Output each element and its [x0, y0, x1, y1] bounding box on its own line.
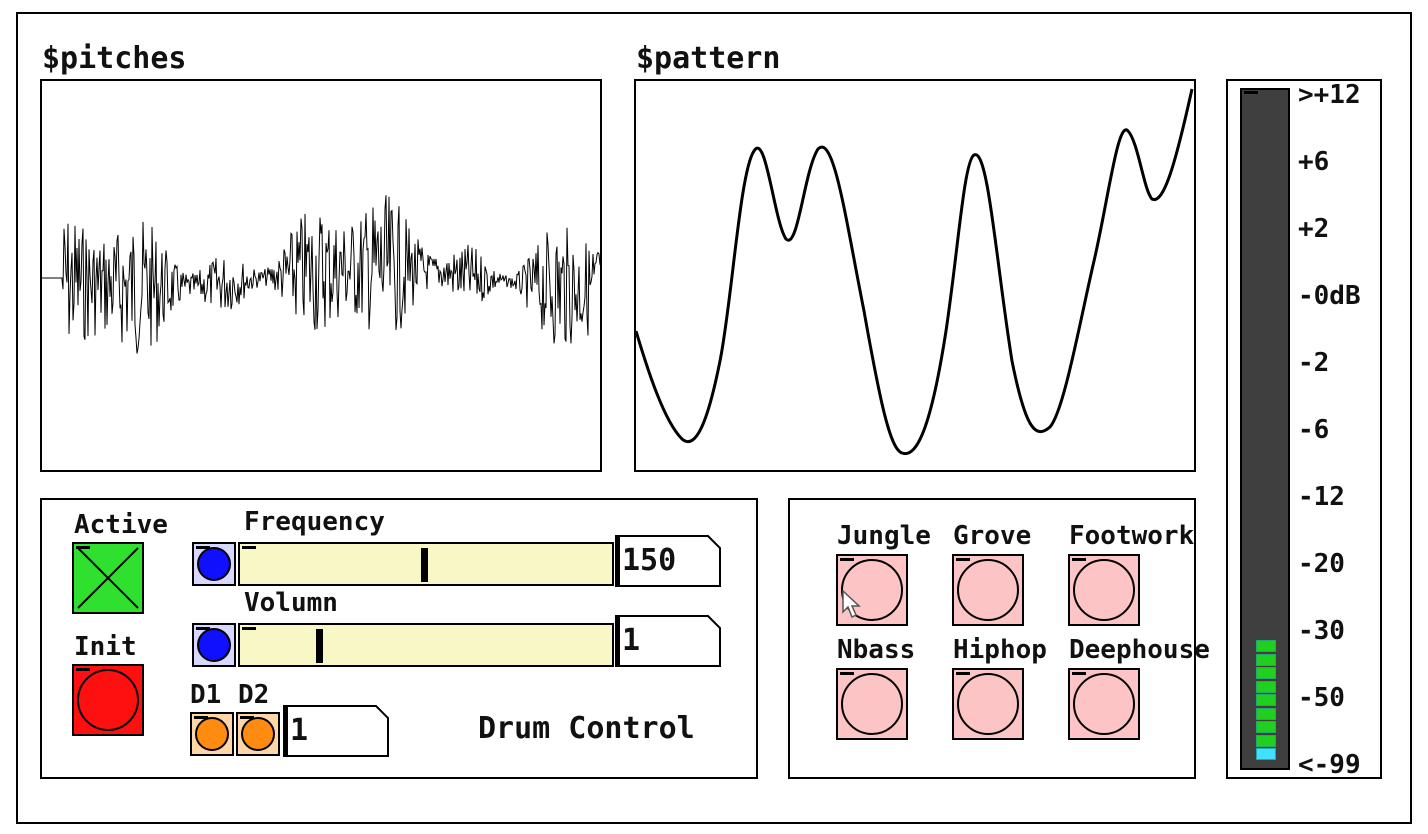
- meter-tick-label: +6: [1298, 147, 1330, 177]
- meter-tick-label: -0dB: [1298, 281, 1361, 311]
- patch-canvas: [16, 12, 1412, 824]
- meter-tick-label: -2: [1298, 348, 1330, 378]
- frequency-slider-knob[interactable]: [421, 548, 429, 582]
- bang-circle-icon: [1073, 673, 1135, 735]
- meter-segment: [1256, 640, 1276, 652]
- active-toggle[interactable]: [72, 542, 144, 614]
- meter-tick-label: -12: [1298, 482, 1345, 512]
- pitches-waveform: [42, 195, 600, 354]
- bang-circle-icon: [957, 673, 1019, 735]
- meter-tick-label: +2: [1298, 214, 1330, 244]
- volume-slider-knob[interactable]: [316, 629, 324, 663]
- meter-tick-label: -30: [1298, 616, 1345, 646]
- pitches-array-label: $pitches: [42, 41, 187, 76]
- preset-bang-footwork[interactable]: [1068, 554, 1140, 626]
- number-box-outline: [615, 535, 721, 587]
- preset-bang-hiphop[interactable]: [952, 668, 1024, 740]
- d1-bang[interactable]: [190, 712, 234, 756]
- meter-segment: [1256, 707, 1276, 720]
- bang-circle-icon: [957, 559, 1019, 621]
- bang-circle-icon: [841, 559, 903, 621]
- d-value: 1: [290, 713, 309, 748]
- d2-label: D2: [238, 680, 270, 710]
- meter-segment: [1256, 680, 1276, 693]
- meter-segment: [1256, 694, 1276, 706]
- meter-tick-label: -50: [1298, 683, 1345, 713]
- preset-bang-grove[interactable]: [952, 554, 1024, 626]
- drum-control-title: Drum Control: [478, 711, 695, 746]
- preset-bang-deephouse[interactable]: [1068, 668, 1140, 740]
- bang-circle-icon: [241, 717, 275, 751]
- volume-label: Volumn: [244, 588, 338, 618]
- frequency-label: Frequency: [244, 507, 385, 537]
- d1-label: D1: [190, 680, 222, 710]
- bang-circle-icon: [1073, 559, 1135, 621]
- frequency-value: 150: [622, 543, 677, 578]
- volume-value: 1: [622, 623, 641, 658]
- vu-meter-frame: [1226, 79, 1382, 779]
- preset-bang-nbass[interactable]: [836, 668, 908, 740]
- d-number-box[interactable]: 1: [282, 704, 390, 758]
- number-box-outline: [615, 615, 721, 667]
- meter-segment: [1256, 667, 1276, 679]
- pattern-curve: [636, 88, 1194, 456]
- number-box-outline: [283, 705, 389, 757]
- mouse-cursor-icon: [842, 590, 861, 619]
- presets-panel: [788, 498, 1196, 779]
- meter-segment: [1256, 653, 1276, 666]
- init-label: Init: [74, 632, 137, 662]
- meter-segment: [1256, 748, 1276, 760]
- volume-slider[interactable]: [238, 623, 614, 667]
- meter-tick-label: -20: [1298, 549, 1345, 579]
- volume-bang[interactable]: [192, 623, 236, 667]
- preset-label-deephouse: Deephouse: [1069, 635, 1210, 665]
- bang-circle-icon: [195, 717, 229, 751]
- preset-bang-jungle[interactable]: [836, 554, 908, 626]
- meter-segment: [1256, 734, 1276, 747]
- toggle-x-icon: [77, 547, 139, 609]
- preset-label-footwork: Footwork: [1069, 521, 1195, 551]
- drum-control-panel: [40, 498, 758, 779]
- pitches-array-graph[interactable]: [40, 79, 602, 472]
- preset-label-nbass: Nbass: [837, 635, 916, 665]
- preset-label-hiphop: Hiphop: [953, 635, 1047, 665]
- pattern-array-graph[interactable]: [634, 79, 1196, 472]
- bang-circle-icon: [841, 673, 903, 735]
- frequency-number-box[interactable]: 150: [614, 534, 722, 588]
- bang-circle-icon: [197, 547, 231, 581]
- active-label: Active: [74, 510, 168, 540]
- preset-label-jungle: Jungle: [837, 521, 931, 551]
- meter-tick-label: -6: [1298, 415, 1330, 445]
- volume-number-box[interactable]: 1: [614, 614, 722, 668]
- preset-label-grove: Grove: [953, 521, 1032, 551]
- frequency-slider[interactable]: [238, 542, 614, 586]
- pattern-array-label: $pattern: [636, 41, 781, 76]
- frequency-bang[interactable]: [192, 542, 236, 586]
- meter-segment: [1256, 721, 1276, 733]
- bang-circle-icon: [77, 669, 139, 731]
- meter-tick-label: <-99: [1298, 750, 1361, 780]
- init-bang[interactable]: [72, 664, 144, 736]
- d2-bang[interactable]: [236, 712, 280, 756]
- bang-circle-icon: [197, 628, 231, 662]
- meter-tick-label: >+12: [1298, 80, 1361, 110]
